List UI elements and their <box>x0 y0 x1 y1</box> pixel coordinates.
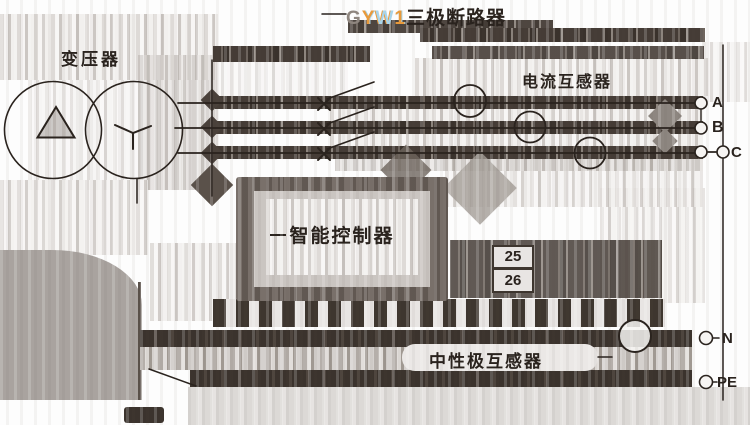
band-bottom-strip <box>188 387 750 425</box>
band-neutral-line <box>140 330 692 347</box>
smear-top-right <box>702 42 750 102</box>
title-name: 三极断路器 <box>405 8 506 29</box>
controller-label: 智能控制器 <box>289 226 395 247</box>
transformer-label: 变压器 <box>61 50 121 69</box>
breaker-contact-b-icon <box>317 122 331 136</box>
terminal-26-box: 26 <box>492 268 534 293</box>
smear-fragment <box>124 407 164 423</box>
model-letter-w: W <box>375 8 395 29</box>
smear-left-lower <box>0 180 148 255</box>
neutral-label-lens <box>402 344 598 371</box>
current-transformer-a-circle <box>453 84 487 118</box>
model-letter-y: Y <box>361 8 376 29</box>
smear-blob <box>0 250 142 400</box>
terminal-n-circle <box>698 330 714 346</box>
terminal-pe-circle <box>698 374 714 390</box>
gap-phase-ab <box>330 109 703 121</box>
model-letter-1: 1 <box>394 8 406 29</box>
gap-phase-bc <box>330 134 703 146</box>
neutral-label: N <box>722 330 733 347</box>
breaker-blade-c <box>326 131 375 150</box>
transformer-primary-circle <box>3 80 103 180</box>
terminal-strip-row <box>213 299 665 327</box>
band-top-right-2 <box>432 46 704 59</box>
pe-label: PE <box>717 374 738 391</box>
terminal-c2-circle <box>716 145 730 159</box>
terminal-25-box: 25 <box>492 245 534 269</box>
neutral-transformer-label: 中性极互感器 <box>429 352 543 371</box>
band-under-transformer-label <box>213 46 370 62</box>
controller-box-inner <box>266 199 418 275</box>
smear-breaker-top <box>213 58 348 98</box>
phase-a-label: A <box>712 94 723 111</box>
band-terminal-zone-right <box>450 240 662 298</box>
neutral-transformer-circle <box>618 319 652 353</box>
terminal-b-circle <box>694 121 708 135</box>
breaker-blade-b <box>326 106 375 125</box>
phase-c-label: C <box>731 144 742 161</box>
current-transformer-c-circle <box>573 136 607 170</box>
transformer-secondary-circle <box>84 80 184 180</box>
terminal-a-circle <box>694 96 708 110</box>
breaker-blade-a <box>326 81 375 100</box>
star-winding-icon <box>114 124 152 150</box>
breaker-contact-c-icon <box>317 147 331 161</box>
controller-leader-line <box>270 234 286 236</box>
terminal-n-pe-stubs <box>712 337 720 383</box>
phase-b-label: B <box>712 119 724 136</box>
band-pe-line <box>190 370 692 387</box>
current-transformer-b-circle <box>513 110 547 144</box>
breaker-contact-a-icon <box>317 97 331 111</box>
model-letter-g: G <box>346 8 362 29</box>
smear-ct-label <box>415 58 710 96</box>
current-transformer-label: 电流互感器 <box>522 74 613 91</box>
diagonal-glitch-line <box>148 368 197 387</box>
delta-winding-icon <box>35 105 77 139</box>
page-title: GYW1三极断路器 <box>346 3 506 30</box>
smear-blob-edge <box>138 282 141 400</box>
phase-c-line <box>177 151 717 154</box>
terminal-c-circle <box>694 145 708 159</box>
band-top-right-1 <box>420 28 705 42</box>
